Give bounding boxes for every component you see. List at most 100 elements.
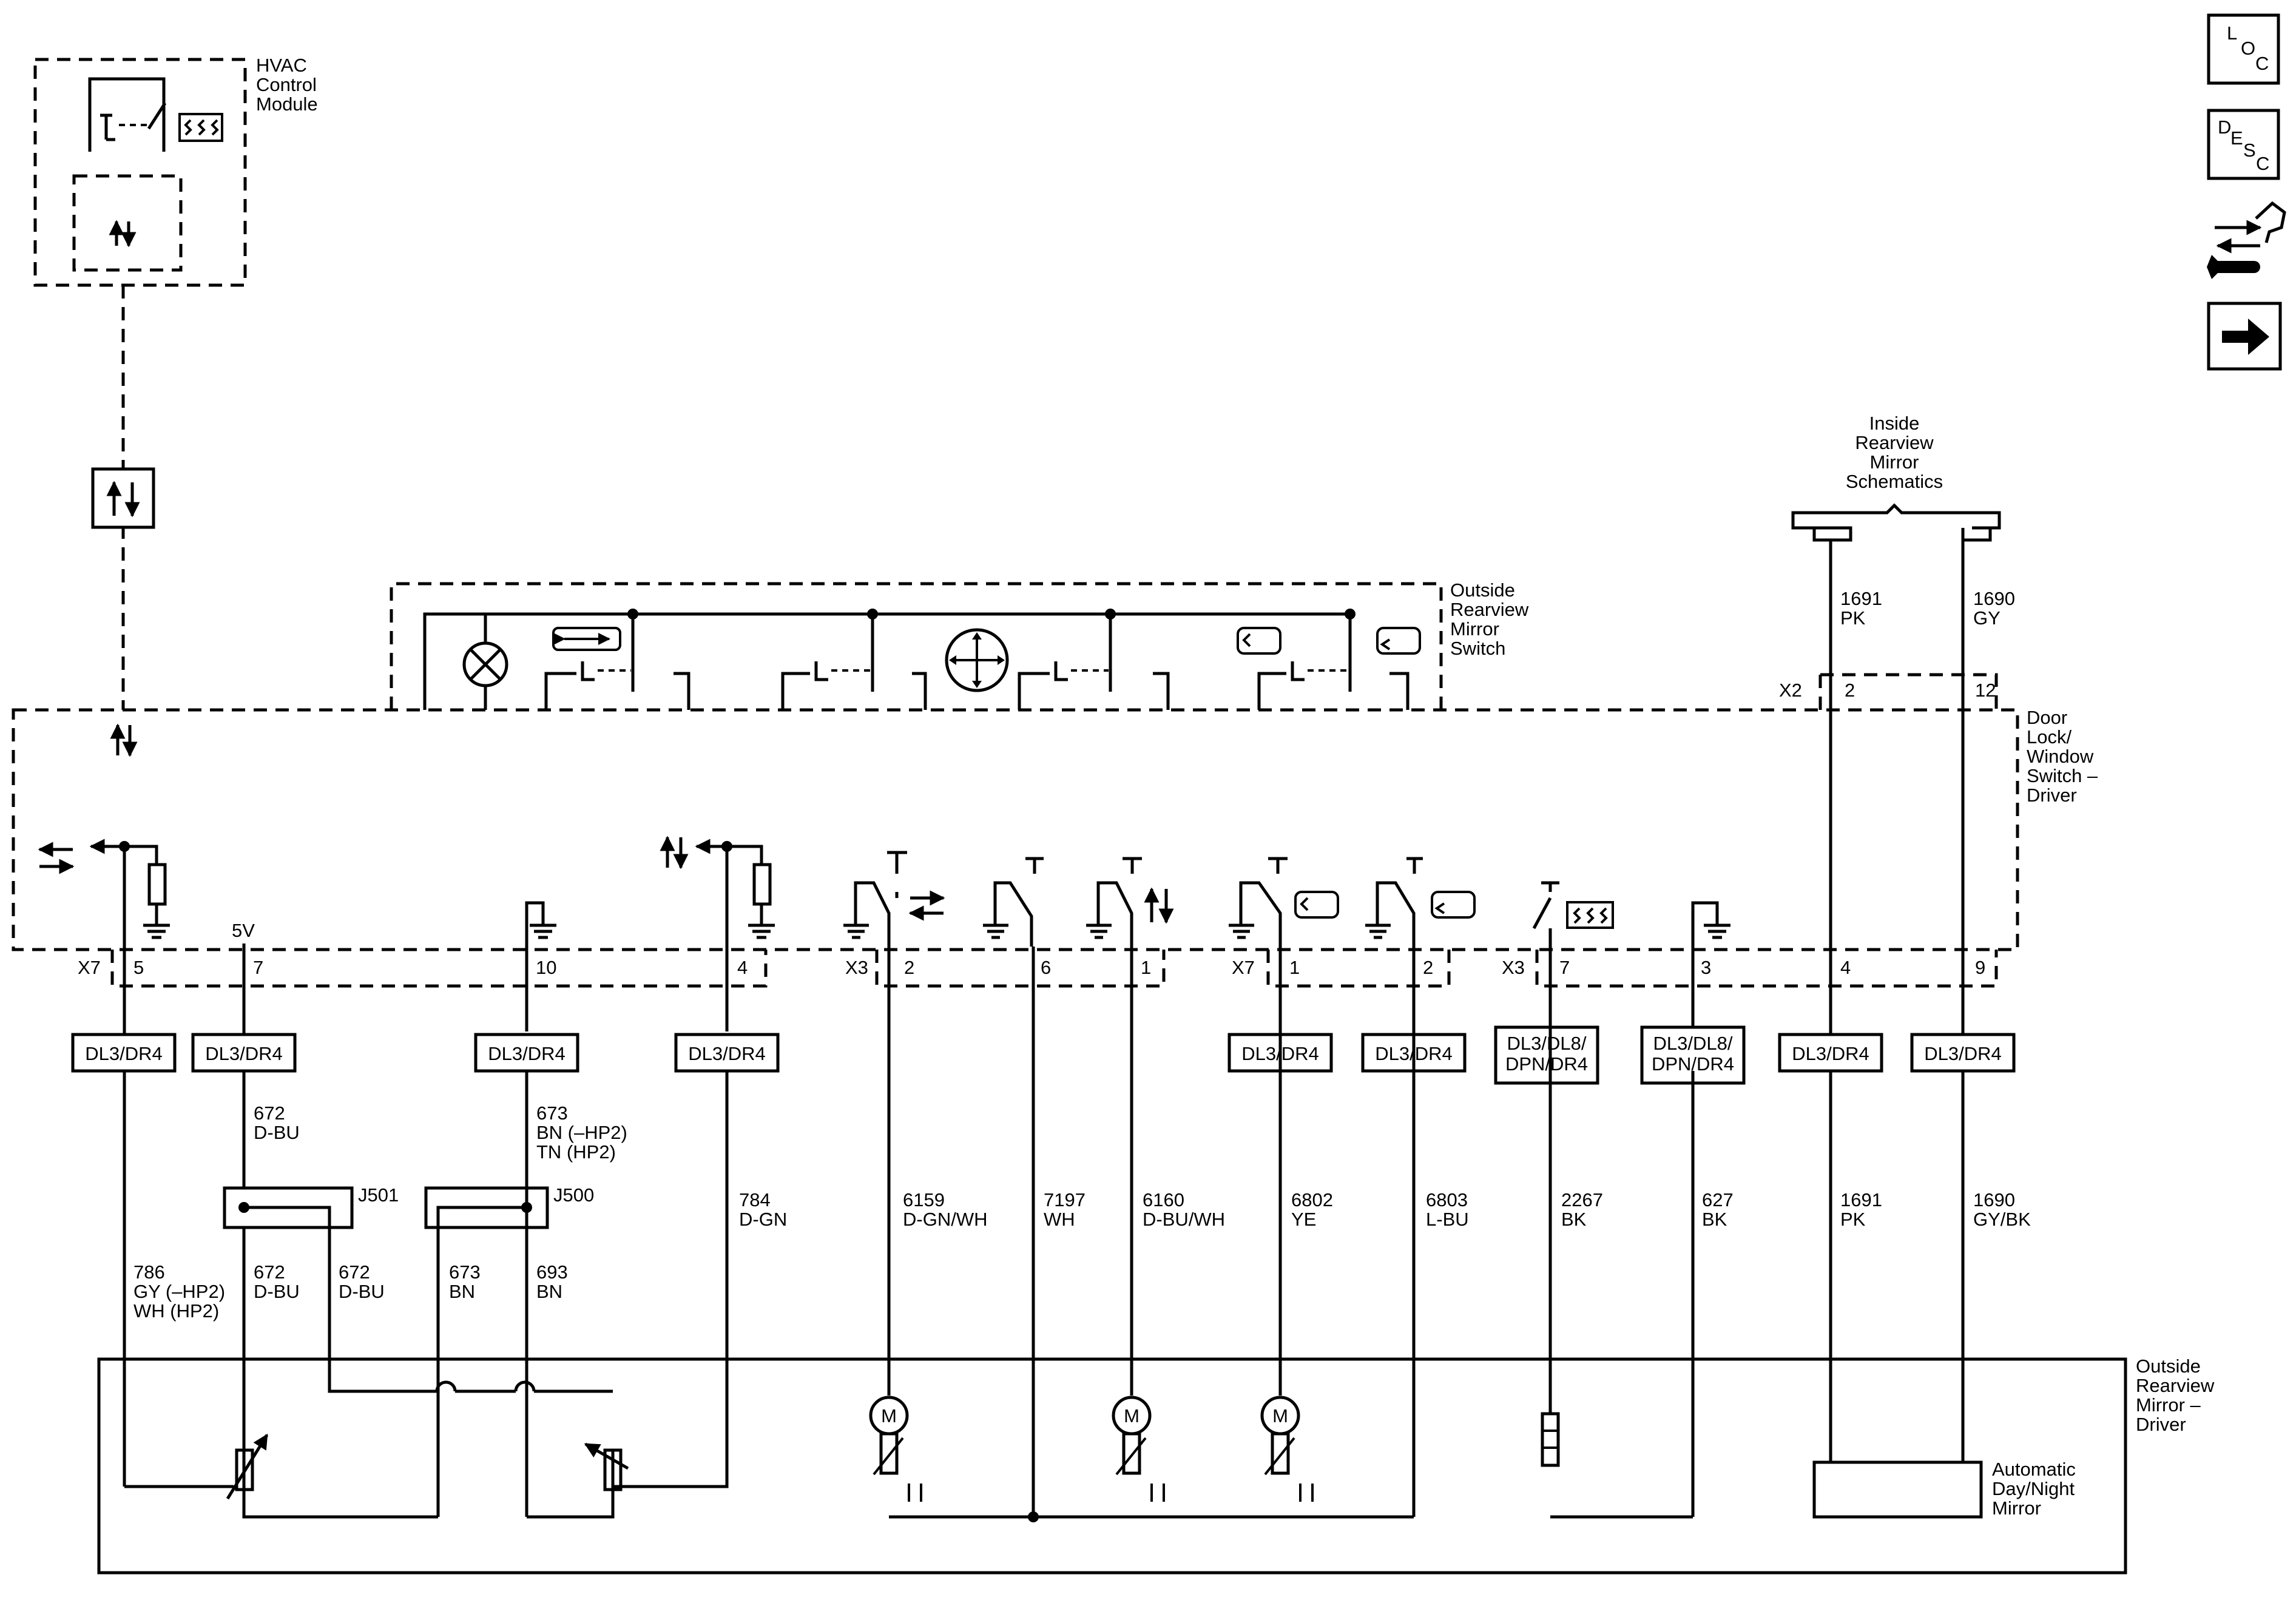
outside-switch-label-1: Outside xyxy=(1450,579,1515,601)
option-boxes: DL3/DR4 DL3/DR4 DL3/DR4 DL3/DR4 DL3/DR4 … xyxy=(71,1025,2016,1085)
inside-mirror-label-2: Rearview xyxy=(1855,432,1934,453)
wire-2267-num: 2267 xyxy=(1561,1189,1603,1210)
wire-693-color: BN xyxy=(536,1281,562,1302)
wire-627-num: 627 xyxy=(1702,1189,1734,1210)
inside-mirror-label-3: Mirror xyxy=(1870,451,1919,473)
wire-1691-top-num: 1691 xyxy=(1840,588,1882,609)
wire-673-num: 673 xyxy=(449,1261,481,1283)
door-switch-label-3: Window xyxy=(2027,746,2094,767)
connector-x3-mid: X3 xyxy=(845,957,868,978)
option-dl3-dl8: DL3/DL8/ xyxy=(1653,1033,1733,1054)
door-switch-label-2: Lock/ xyxy=(2027,726,2071,748)
data-arrows-icon xyxy=(110,723,138,757)
wire-786-num: 786 xyxy=(133,1261,165,1283)
wire-672-color: D-BU xyxy=(339,1281,385,1302)
next-button[interactable] xyxy=(2207,302,2282,371)
wire-1690-top-num: 1690 xyxy=(1973,588,2015,609)
lr-motor: M xyxy=(869,1396,922,1502)
option-dl3-dl8: DL3/DL8/ xyxy=(1507,1033,1587,1054)
inside-mirror-label-4: Schematics xyxy=(1846,471,1943,492)
wire-runs: J501 J500 xyxy=(124,947,1695,1522)
desc-letter-d: D xyxy=(2218,116,2231,138)
pin-1: 1 xyxy=(1141,957,1151,978)
wire-672-num: 672 xyxy=(254,1102,285,1124)
wire-784-color: D-GN xyxy=(739,1209,787,1230)
mirror-ud-position-icon xyxy=(660,836,689,869)
wire-6802-color: YE xyxy=(1291,1209,1316,1230)
splice-j501: J501 xyxy=(358,1184,399,1206)
outside-switch-label-2: Rearview xyxy=(1450,599,1529,620)
data-arrows-icon xyxy=(109,220,137,248)
mirror-unfold-icon xyxy=(1431,891,1476,919)
option-dl3-dr4: DL3/DR4 xyxy=(688,1043,766,1064)
hvac-control-module: HVAC Control Module xyxy=(33,55,318,287)
wire-786-color-alt: WH (HP2) xyxy=(133,1300,219,1322)
wire-6802-num: 6802 xyxy=(1291,1189,1333,1210)
connector-tool-icon[interactable] xyxy=(2207,201,2286,279)
option-dpn-dr4: DPN/DR4 xyxy=(1505,1053,1588,1075)
motor-label: M xyxy=(1124,1405,1140,1426)
lr-position-sensor xyxy=(226,1433,269,1500)
wire-672-num: 672 xyxy=(339,1261,370,1283)
mirror-heater-icon xyxy=(1566,901,1614,929)
wire-1691-color: PK xyxy=(1840,1209,1866,1230)
auto-mirror-label-2: Day/Night xyxy=(1992,1478,2075,1499)
wire-6803-color: L-BU xyxy=(1426,1209,1469,1230)
desc-button[interactable]: D E S C xyxy=(2207,109,2280,180)
option-dl3-dr4: DL3/DR4 xyxy=(1924,1043,2002,1064)
mirror-direction-icon xyxy=(945,628,1009,692)
pin-3: 3 xyxy=(1701,957,1711,978)
wire-7197-num: 7197 xyxy=(1044,1189,1086,1210)
outside-switch-label-3: Mirror xyxy=(1450,618,1499,640)
door-switch-label-4: Switch – xyxy=(2027,765,2098,786)
fold-motor: M xyxy=(1260,1396,1314,1502)
pin-2: 2 xyxy=(1423,957,1433,978)
option-dl3-dr4: DL3/DR4 xyxy=(85,1043,163,1064)
loc-button[interactable]: L O C xyxy=(2207,13,2280,85)
wire-786-color: GY (–HP2) xyxy=(133,1281,225,1302)
wire-1690-color: GY/BK xyxy=(1973,1209,2031,1230)
wire-673-color: BN (–HP2) xyxy=(536,1122,627,1143)
door-switch-label-5: Driver xyxy=(2027,785,2077,806)
mirror-ud-motor-icon xyxy=(1144,887,1174,924)
option-dl3-dr4: DL3/DR4 xyxy=(488,1043,566,1064)
desc-letter-e: E xyxy=(2230,127,2243,149)
hvac-label-3: Module xyxy=(256,93,318,115)
pin-4: 4 xyxy=(737,957,748,978)
wire-6160-num: 6160 xyxy=(1143,1189,1184,1210)
wire-673-color-alt: TN (HP2) xyxy=(536,1141,616,1163)
motor-label: M xyxy=(881,1405,897,1426)
pin-x2-2: 2 xyxy=(1845,680,1855,701)
wire-6803-num: 6803 xyxy=(1426,1189,1468,1210)
inside-mirror-reference: Inside Rearview Mirror Schematics 1691 P… xyxy=(1791,413,2015,1462)
loc-letter-c: C xyxy=(2255,53,2269,74)
wire-1691-num: 1691 xyxy=(1840,1189,1882,1210)
option-dl3-dr4: DL3/DR4 xyxy=(1792,1043,1869,1064)
wire-1691-top-color: PK xyxy=(1840,607,1866,629)
mirror-heater-element xyxy=(1541,1412,1560,1467)
door-lock-window-switch: Door Lock/ Window Switch – Driver X2 2 1… xyxy=(12,673,2098,1487)
pin-9: 9 xyxy=(1975,957,1985,978)
pin-7: 7 xyxy=(1559,957,1570,978)
voltage-5v: 5V xyxy=(232,920,255,941)
wire-672-color: D-BU xyxy=(254,1281,300,1302)
outside-mirror-switch: Outside Rearview Mirror Switch xyxy=(390,579,1529,710)
mirror-unfold-icon xyxy=(1376,627,1421,655)
inside-mirror-label-1: Inside xyxy=(1869,413,1920,434)
rear-defog-icon xyxy=(178,113,223,142)
mirror-fold-icon xyxy=(1294,891,1339,919)
outside-mirror-label-2: Rearview xyxy=(2136,1375,2215,1396)
auto-mirror-label-3: Mirror xyxy=(1992,1497,2041,1519)
mirror-lr-position-icon xyxy=(38,842,75,874)
wire-784-num: 784 xyxy=(739,1189,771,1210)
serial-data-icon xyxy=(91,467,155,529)
option-dl3-dr4: DL3/DR4 xyxy=(205,1043,283,1064)
pin-6: 6 xyxy=(1041,957,1051,978)
wire-627-color: BK xyxy=(1702,1209,1727,1230)
loc-letter-l: L xyxy=(2227,22,2237,44)
pin-1: 1 xyxy=(1289,957,1300,978)
mirror-lr-motor-icon xyxy=(908,890,945,921)
wire-6160-color: D-BU/WH xyxy=(1143,1209,1225,1230)
loc-letter-o: O xyxy=(2241,38,2255,59)
